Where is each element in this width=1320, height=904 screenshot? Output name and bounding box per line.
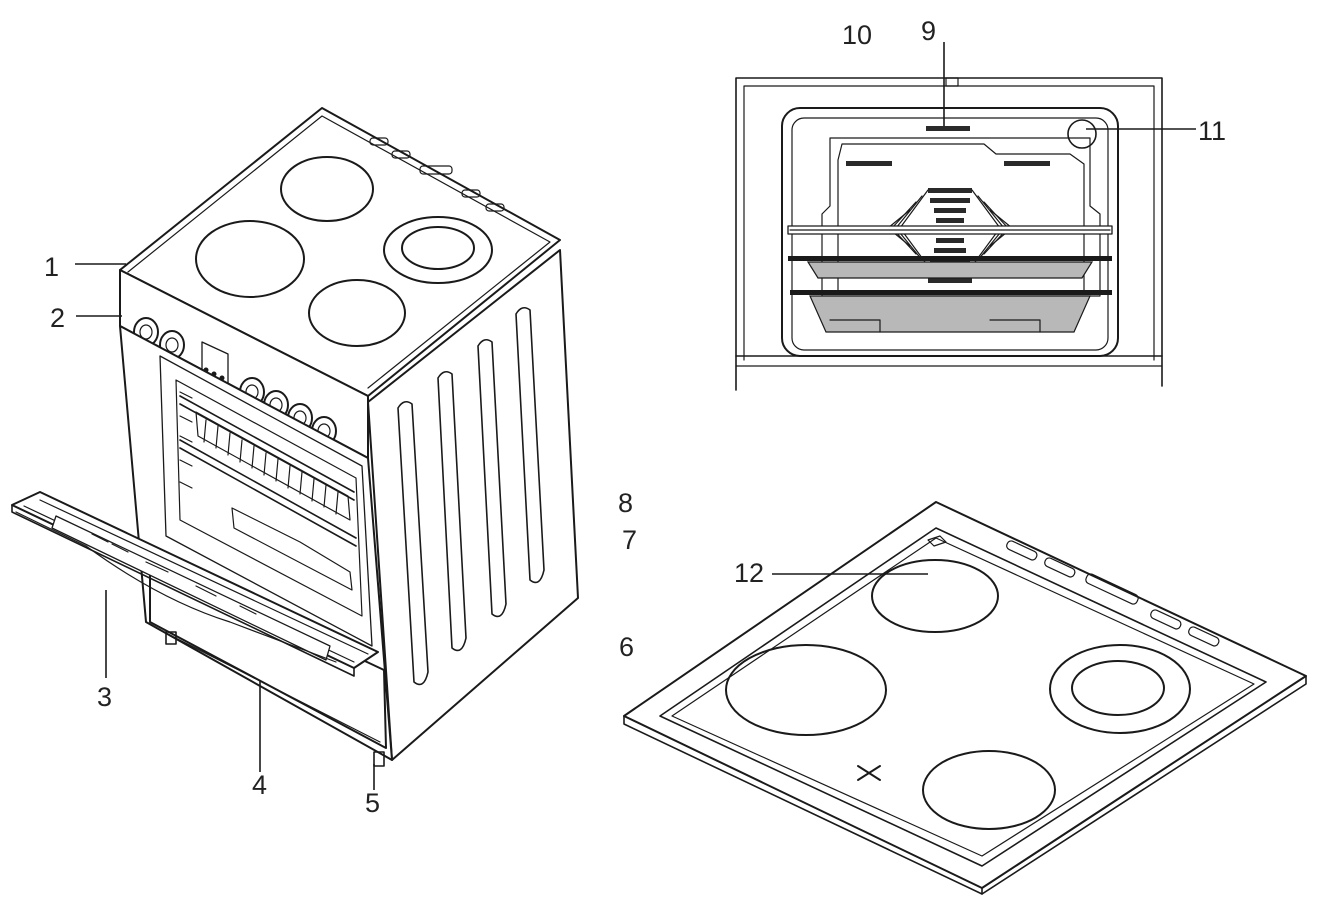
hob-control-slots (927, 535, 1220, 647)
cooker-drawing (11, 107, 579, 767)
hob-drawing (623, 501, 1307, 895)
label-2: 2 (50, 303, 65, 333)
label-12: 12 (734, 558, 764, 588)
oven-shelves (179, 395, 357, 547)
label-6: 6 (619, 632, 634, 662)
hob-centre-mark (857, 765, 881, 781)
leader-lines (75, 42, 1196, 790)
hob-zone-rear-right (1049, 644, 1191, 734)
hotplate-rear-right-inner (401, 226, 475, 270)
hob-top-edge (127, 115, 551, 389)
hob-glass-edge (659, 527, 1267, 867)
label-7: 7 (622, 525, 637, 555)
cooker-hotplates (195, 156, 493, 347)
hob-zone-front-left (725, 644, 887, 736)
oven-lamp (1067, 119, 1097, 149)
hob-cooking-zones (725, 559, 1191, 830)
oven-back-panel (821, 137, 1101, 297)
label-11: 11 (1198, 116, 1226, 146)
deep-baking-tray (809, 295, 1091, 333)
side-panel-ribs (397, 306, 545, 686)
hotplate-front-left (195, 220, 305, 298)
baking-tray-upper (806, 261, 1094, 279)
hotplate-rear-right (383, 216, 493, 284)
label-5: 5 (365, 788, 380, 818)
oven-interior-drawing (735, 77, 1163, 391)
hob-zone-rear-left (871, 559, 999, 633)
label-10: 10 (842, 20, 872, 50)
label-4: 4 (252, 770, 267, 800)
hob-indicator-slots (369, 137, 505, 212)
hotplate-front-right (308, 279, 406, 347)
label-3: 3 (97, 682, 112, 712)
cooker-foot-front-right (373, 751, 385, 767)
oven-cavity (159, 355, 373, 647)
shelf-rails (179, 391, 193, 489)
hotplate-rear-left (280, 156, 374, 222)
cooker-foot-front-left (165, 631, 177, 645)
label-8: 8 (618, 488, 633, 518)
door-handle (91, 533, 257, 615)
hob-zone-rear-right-inner (1071, 660, 1165, 716)
top-heating-element (926, 126, 970, 131)
hob-zone-front-right (922, 750, 1056, 830)
label-1: 1 (44, 252, 59, 282)
callout-labels: 1 2 3 4 5 6 7 8 9 10 11 12 (44, 16, 1226, 818)
oven-floor-tray (231, 507, 353, 591)
label-9: 9 (921, 16, 936, 46)
cooker-side-panel (367, 249, 579, 761)
door-glass (51, 515, 331, 661)
